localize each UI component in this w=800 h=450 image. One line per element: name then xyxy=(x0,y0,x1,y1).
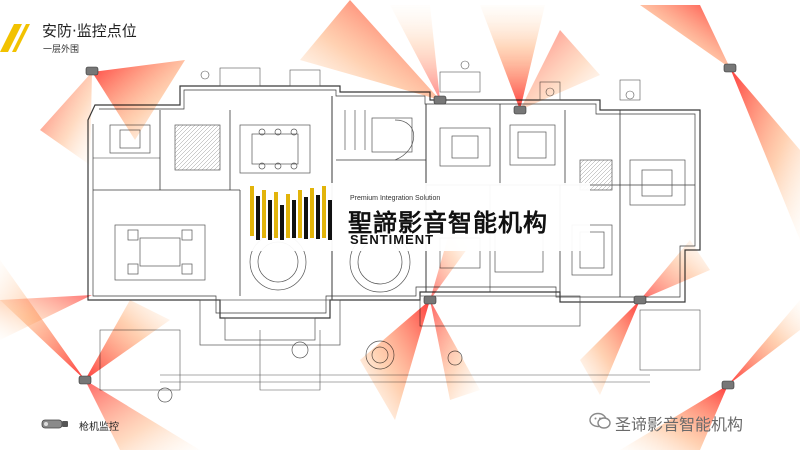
camera-marker-8 xyxy=(721,380,735,390)
plan-furniture xyxy=(109,110,686,293)
coverage-cone-9 xyxy=(0,260,85,380)
coverage-cone-12 xyxy=(360,300,430,420)
camera-marker-3 xyxy=(513,105,527,115)
camera-marker-6 xyxy=(423,295,437,305)
coverage-cone-10 xyxy=(85,300,170,380)
coverage-cone-2 xyxy=(40,72,92,165)
coverage-cone-16 xyxy=(640,240,710,300)
coverage-cone-4 xyxy=(390,5,440,100)
coverage-cone-13 xyxy=(430,300,480,400)
camera-marker-4 xyxy=(723,63,737,73)
camera-marker-1 xyxy=(85,66,99,76)
wechat-icon xyxy=(589,412,611,429)
watermark-text: 圣谛影音智能机构 xyxy=(615,415,744,434)
coverage-cone-7 xyxy=(640,5,730,68)
coverage-cone-5 xyxy=(480,5,545,110)
title-accent-icon xyxy=(0,24,30,52)
coverage-cone-3 xyxy=(300,0,440,100)
coverage-cone-1 xyxy=(92,60,185,140)
coverage-cone-11 xyxy=(85,380,200,450)
logo-tagline: Premium Integration Solution xyxy=(350,195,441,202)
camera-marker-2 xyxy=(433,95,447,105)
bullet-camera-icon xyxy=(41,419,68,429)
logo-name-en: SENTIMENT xyxy=(350,232,435,247)
camera-markers xyxy=(78,63,737,390)
coverage-cone-8 xyxy=(730,68,800,240)
page-subtitle: 一层外围 xyxy=(43,45,80,55)
legend-label: 枪机监控 xyxy=(79,422,119,433)
coverage-cone-19 xyxy=(0,295,92,340)
logo-name-cn: 聖諦影音智能机构 xyxy=(348,209,548,237)
logo-mark xyxy=(250,186,332,240)
logo-panel xyxy=(245,183,590,251)
coverage-cone-17 xyxy=(620,385,728,450)
coverage-cone-15 xyxy=(580,300,640,395)
camera-marker-5 xyxy=(78,375,92,385)
coverage-cone-6 xyxy=(520,30,600,110)
camera-marker-7 xyxy=(633,295,647,305)
page-title: 安防·监控点位 xyxy=(42,22,137,40)
coverage-cone-18 xyxy=(728,300,800,385)
